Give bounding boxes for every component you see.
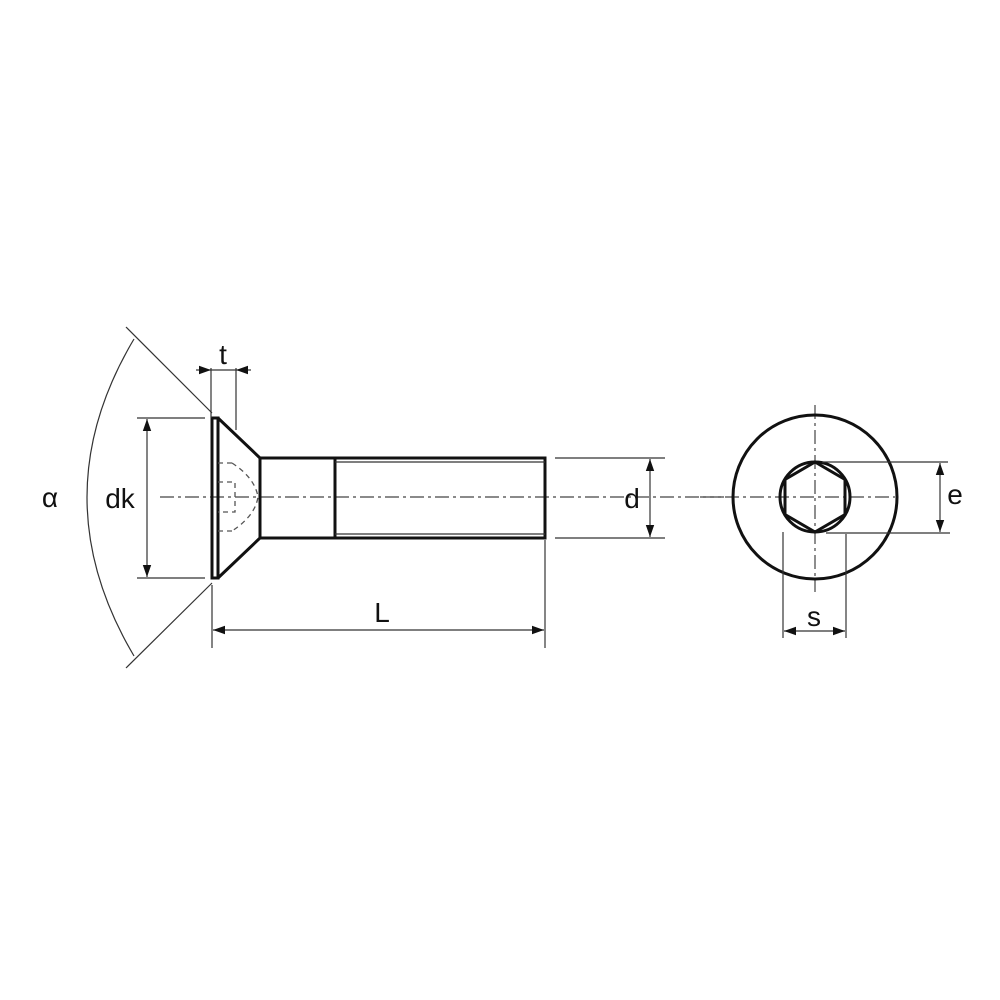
angle-dimension: α: [42, 326, 213, 669]
dk-dimension: dk: [105, 417, 205, 579]
head-cone: [216, 416, 262, 580]
hex-socket: [783, 460, 847, 534]
end-view: [700, 405, 899, 592]
e-label: e: [947, 479, 963, 510]
d-dimension: d: [555, 457, 665, 539]
angle-extension-line: [125, 326, 213, 414]
side-view: [160, 416, 725, 580]
t-label: t: [219, 339, 227, 370]
head-face: [210, 416, 220, 580]
s-label: s: [807, 601, 821, 632]
e-dimension: e: [822, 461, 963, 534]
angle-arc: [86, 338, 135, 657]
L-dimension: L: [211, 540, 546, 648]
hex-socket-hidden-lines: [218, 462, 259, 532]
t-dimension: t: [196, 339, 251, 430]
socket-circle: [778, 460, 852, 534]
head-outline: [731, 413, 899, 581]
angle-extension-line: [125, 582, 213, 669]
L-label: L: [374, 597, 390, 628]
shank: [260, 456, 547, 540]
s-dimension: s: [782, 532, 847, 638]
angle-label: α: [42, 482, 58, 513]
d-label: d: [624, 483, 640, 514]
dk-label: dk: [105, 483, 136, 514]
